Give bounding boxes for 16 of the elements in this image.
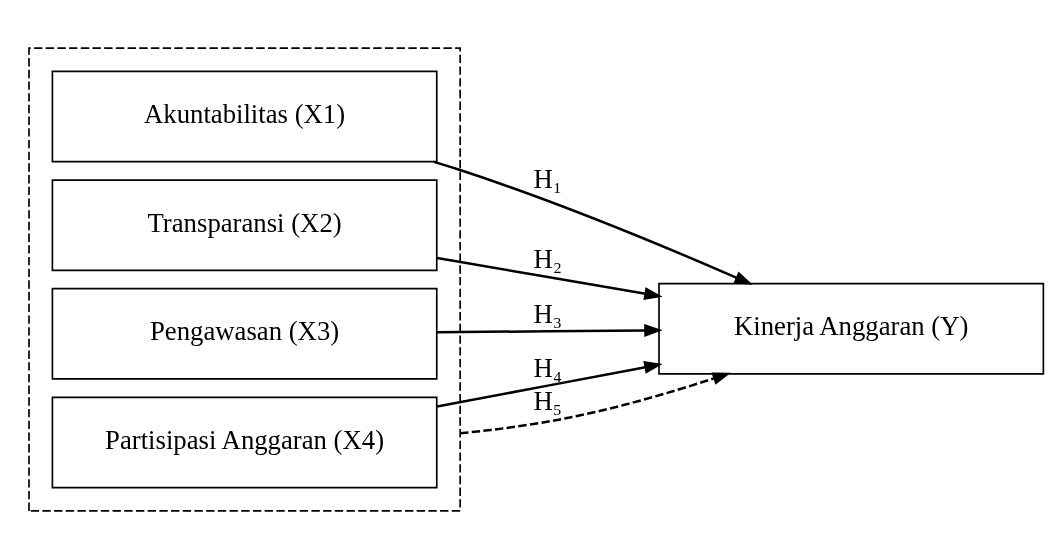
edge-label: H₃	[533, 299, 563, 330]
edge-label: H₅	[533, 386, 563, 417]
arrow	[433, 160, 753, 285]
edge-label: H₂	[533, 244, 563, 275]
arrow	[437, 324, 663, 337]
arrow	[436, 361, 663, 408]
arrow	[436, 256, 663, 300]
arrow	[460, 372, 731, 435]
cluster	[28, 47, 461, 512]
node-box: Akuntabilitas (X1)	[51, 70, 438, 163]
edge-label: H₄	[533, 352, 563, 383]
node-box: Transparansi (X2)	[51, 179, 438, 272]
node-box: Pengawasan (X3)	[51, 287, 438, 380]
node-box: Kinerja Anggaran (Y)	[658, 282, 1045, 375]
edge-label: H₁	[533, 164, 563, 195]
node-box: Partisipasi Anggaran (X4)	[51, 396, 438, 489]
